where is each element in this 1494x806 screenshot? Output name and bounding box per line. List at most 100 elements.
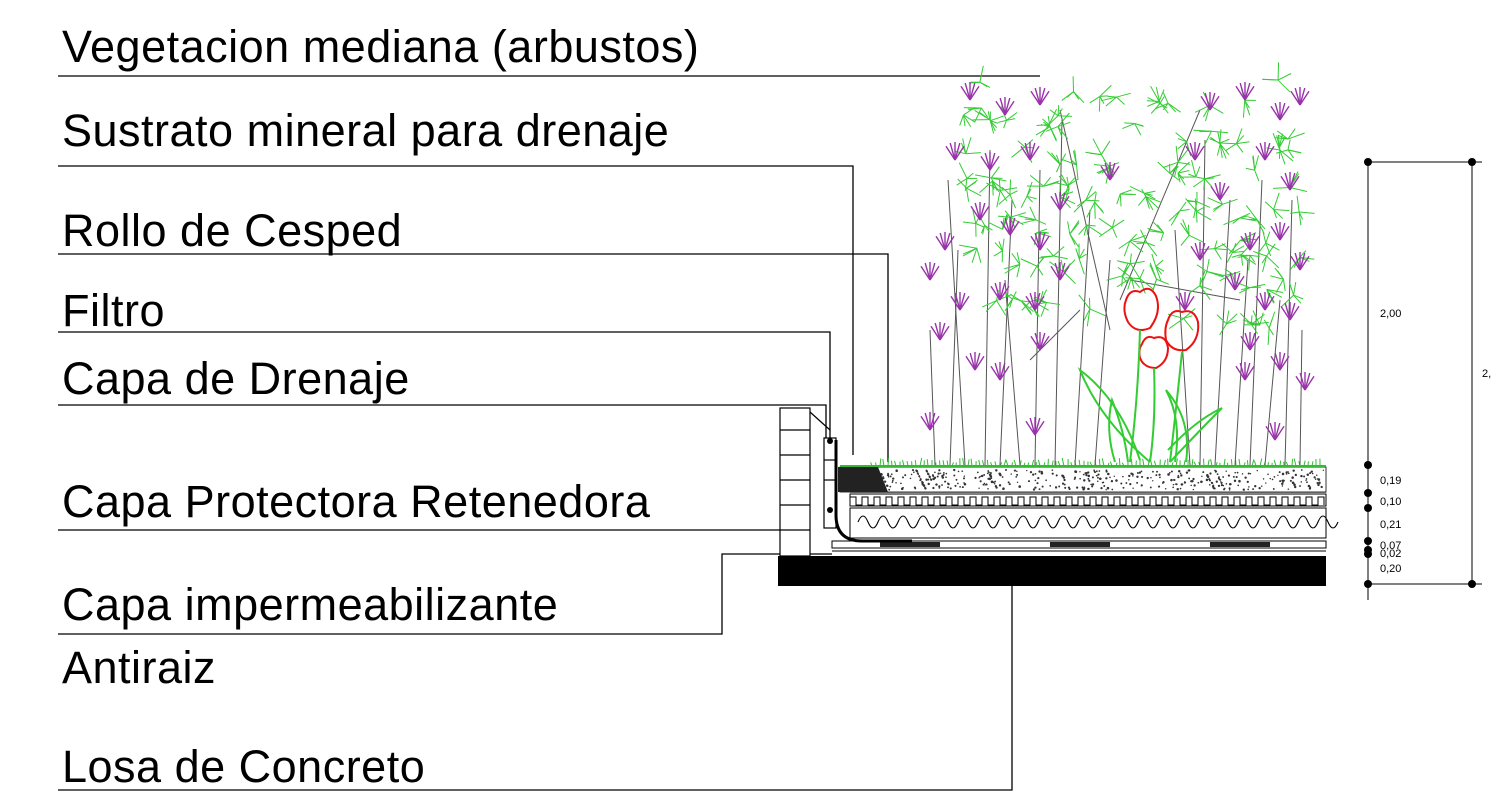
leaf bbox=[1125, 277, 1140, 280]
gravel-dot bbox=[1162, 481, 1165, 484]
gravel-dot bbox=[938, 469, 941, 472]
gravel-dot bbox=[1220, 483, 1224, 487]
leaf bbox=[1246, 322, 1260, 326]
leaf bbox=[1009, 190, 1018, 196]
petal bbox=[1280, 305, 1291, 321]
gravel-dot bbox=[1188, 477, 1191, 480]
petal bbox=[965, 355, 976, 371]
leaf bbox=[1155, 102, 1169, 110]
shrub-stem bbox=[1074, 209, 1091, 466]
petal bbox=[1034, 87, 1041, 106]
label-sustrato: Sustrato mineral para drenaje bbox=[58, 105, 854, 455]
leaf bbox=[987, 111, 991, 120]
grass-blade bbox=[981, 460, 985, 467]
leaf bbox=[1000, 187, 1018, 192]
gravel-dot bbox=[949, 487, 952, 490]
dim-total-height: 2,00 bbox=[1380, 308, 1401, 320]
petal bbox=[1255, 295, 1266, 311]
gravel-dot bbox=[1008, 483, 1011, 486]
gravel-dot bbox=[1173, 478, 1176, 482]
leaf bbox=[1134, 123, 1142, 136]
gravel-dot bbox=[957, 482, 959, 485]
grass-blade bbox=[1057, 460, 1061, 467]
leaf bbox=[1086, 308, 1091, 327]
petal bbox=[1244, 365, 1255, 381]
leaf bbox=[1265, 242, 1280, 251]
petal bbox=[1294, 252, 1301, 271]
petal bbox=[1259, 292, 1266, 311]
grass-blade bbox=[1285, 461, 1289, 467]
petal bbox=[1109, 165, 1120, 181]
leaf bbox=[1130, 260, 1145, 265]
leaf bbox=[1155, 266, 1162, 282]
leaf bbox=[1124, 122, 1135, 125]
leaf bbox=[990, 120, 999, 124]
purple-flower bbox=[930, 322, 950, 341]
leaf bbox=[1029, 174, 1044, 187]
gravel-dot bbox=[1318, 482, 1321, 484]
leaf-cluster bbox=[1181, 159, 1205, 180]
petal bbox=[1299, 90, 1310, 106]
petal bbox=[1034, 292, 1041, 311]
grass-blade bbox=[1098, 459, 1101, 467]
petal bbox=[1299, 255, 1310, 271]
gravel-dot bbox=[1224, 487, 1226, 490]
gravel-dot bbox=[1150, 476, 1152, 479]
leaf bbox=[1067, 221, 1071, 235]
leaf bbox=[1078, 248, 1085, 259]
leaf bbox=[1066, 91, 1074, 98]
petal bbox=[964, 82, 971, 101]
leaf-cluster bbox=[1192, 174, 1221, 190]
petal bbox=[1219, 182, 1226, 201]
gravel-dot bbox=[904, 474, 907, 477]
gravel-dot bbox=[1190, 480, 1193, 483]
gravel-dot bbox=[1152, 480, 1154, 482]
gravel-dot bbox=[1172, 483, 1175, 486]
gravel-dot bbox=[938, 485, 941, 488]
leaf bbox=[1029, 206, 1037, 221]
purple-flower bbox=[1235, 82, 1255, 101]
purple-flower bbox=[1210, 182, 1230, 201]
gravel-dot bbox=[982, 483, 985, 486]
gravel-dot bbox=[998, 484, 1002, 487]
grass-blade bbox=[1207, 459, 1210, 467]
leaf bbox=[1116, 96, 1125, 105]
leaf bbox=[1026, 195, 1033, 203]
purple-flower bbox=[935, 232, 955, 251]
leaf bbox=[1223, 217, 1241, 226]
leaf-cluster bbox=[1067, 220, 1080, 248]
gravel-dot bbox=[928, 475, 931, 479]
gravel-dot bbox=[1097, 473, 1100, 476]
leaf-cluster bbox=[1272, 132, 1286, 165]
leaf bbox=[1069, 233, 1076, 246]
gravel-dot bbox=[1310, 470, 1313, 473]
gravel-dot bbox=[937, 472, 940, 475]
gravel-dot bbox=[1252, 488, 1255, 491]
gravel-dot bbox=[914, 487, 917, 490]
leaf bbox=[1004, 298, 1013, 312]
gravel-dot bbox=[918, 476, 921, 478]
dim-layer-1: 0,19 bbox=[1380, 475, 1401, 487]
leaf bbox=[1287, 139, 1291, 150]
petal bbox=[969, 85, 980, 101]
leaf bbox=[962, 221, 976, 224]
gravel-dot bbox=[990, 480, 994, 484]
leaf bbox=[1177, 148, 1189, 163]
leaf-cluster bbox=[1061, 76, 1085, 104]
leaf bbox=[1158, 89, 1165, 102]
leaf bbox=[1225, 143, 1237, 151]
leader-losa bbox=[58, 586, 1013, 791]
leaf-cluster bbox=[1253, 243, 1280, 273]
petal bbox=[1039, 335, 1050, 351]
leaf bbox=[1147, 227, 1164, 234]
leaf bbox=[1228, 240, 1241, 255]
gravel-dot bbox=[1281, 472, 1285, 476]
petal bbox=[1274, 102, 1281, 121]
leaf bbox=[1057, 126, 1069, 140]
gravel-dot bbox=[932, 486, 935, 490]
leaf bbox=[1245, 167, 1255, 171]
grass-blade bbox=[999, 462, 1003, 467]
leaf bbox=[1058, 175, 1069, 186]
leaf bbox=[1060, 188, 1070, 197]
grass-blade bbox=[1078, 459, 1081, 467]
